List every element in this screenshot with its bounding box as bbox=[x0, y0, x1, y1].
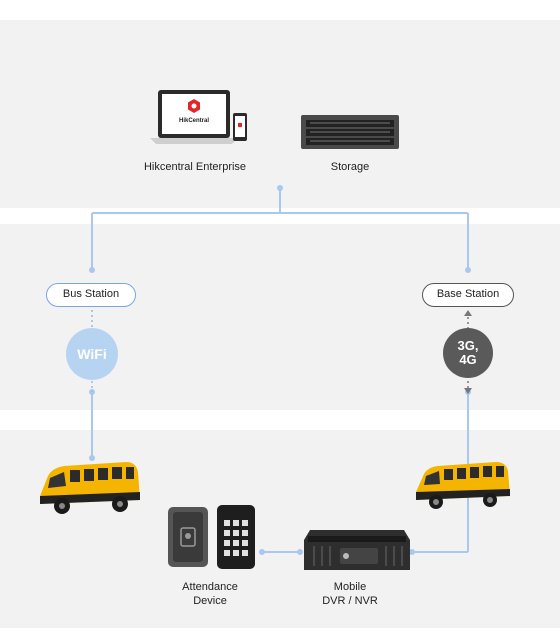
attendance-label: Attendance Device bbox=[182, 581, 238, 607]
base-station-node: Base Station bbox=[422, 283, 514, 307]
storage-label: Storage bbox=[330, 161, 370, 173]
wifi-node: WiFi bbox=[66, 328, 118, 380]
hikcentral-logo-text: HikCentral bbox=[178, 118, 209, 124]
hikcentral-device: HikCentral bbox=[148, 88, 248, 152]
keypad-icon bbox=[217, 505, 255, 569]
wifi-label: WiFi bbox=[77, 346, 107, 362]
hikcentral-label: Hikcentral Enterprise bbox=[143, 161, 247, 173]
school-bus-icon bbox=[40, 462, 140, 514]
cellular-node: 3G, 4G bbox=[443, 328, 493, 378]
card-reader-icon bbox=[168, 507, 208, 567]
cellular-label: 3G, 4G bbox=[457, 338, 479, 367]
mdvr-label: Mobile DVR / NVR bbox=[322, 581, 378, 607]
laptop-icon bbox=[150, 90, 238, 144]
tablet-icon bbox=[233, 113, 247, 141]
bus-station-node: Bus Station bbox=[46, 283, 136, 307]
storage-server-icon bbox=[301, 115, 399, 149]
mobile-dvr-icon bbox=[304, 530, 410, 570]
school-bus-icon bbox=[416, 462, 510, 509]
top-band bbox=[0, 20, 560, 208]
bottom-band bbox=[0, 430, 560, 628]
